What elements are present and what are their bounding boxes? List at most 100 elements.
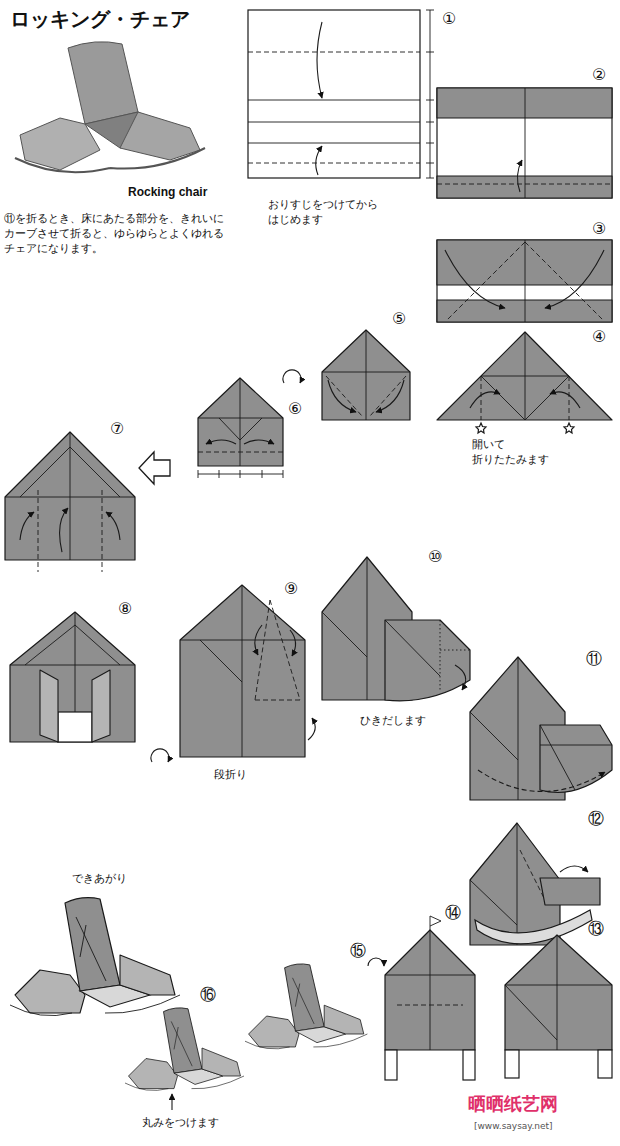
step-1-figure-part — [248, 52, 420, 53]
step-number: ⑩ — [428, 546, 442, 568]
step-4-figure-part — [564, 423, 574, 433]
step-13-figure-part — [505, 935, 612, 1050]
step-16-figure — [125, 1008, 244, 1110]
note-text: ⑪を折るとき、床にあたる部分を、きれいに カーブさせて折ると、ゆらゆらとよくゆれ… — [4, 212, 236, 257]
instruction-text: ひきだします — [360, 714, 426, 729]
step-13-figure-part — [598, 1050, 612, 1078]
step-11-figure-part — [540, 725, 612, 793]
step-7-figure — [5, 432, 170, 572]
step-8-figure-part — [10, 612, 135, 742]
step-15-figure-part — [245, 964, 367, 1049]
step-8-figure-part — [40, 670, 58, 742]
step-9-figure-part — [180, 585, 305, 757]
step-2-figure-part — [437, 88, 612, 198]
step-12-figure — [470, 823, 600, 945]
step-9-figure-part — [180, 585, 305, 757]
step-9-figure-part — [255, 600, 300, 700]
step-number: ⑧ — [118, 598, 132, 620]
watermark: 晒晒纸艺网 — [468, 1092, 558, 1116]
step-2-figure-part — [437, 88, 612, 118]
step-11-figure — [470, 657, 612, 800]
chair-photo-part — [68, 42, 138, 124]
step-3-figure-part — [447, 242, 603, 320]
step-13-figure-part — [505, 1050, 519, 1078]
instruction-text: 開いて 折りたたみます — [472, 438, 556, 468]
step-number: ⑪ — [586, 648, 602, 670]
step-8-figure-part — [92, 670, 110, 742]
step-number: ① — [442, 8, 456, 30]
step-10-figure-part — [455, 665, 466, 690]
step-7-figure-part — [139, 452, 170, 484]
step-12-figure-part — [540, 878, 600, 905]
step-5-figure-part — [328, 380, 356, 412]
step-1-figure-part — [248, 10, 420, 178]
step-12-figure-part — [520, 850, 545, 900]
step-3-figure-part — [445, 250, 505, 308]
step-12-figure-part — [560, 866, 588, 872]
step-8-figure-part — [10, 612, 135, 742]
step-5-figure-part — [322, 330, 410, 420]
step-3-figure-part — [437, 240, 612, 322]
step-number: ⑮ — [350, 940, 366, 962]
step-5-figure-part — [376, 380, 404, 412]
step-6-figure-part — [198, 470, 283, 478]
step-6-figure-part — [198, 378, 283, 466]
step-number: ⑯ — [200, 984, 216, 1006]
step-1-figure-part — [317, 22, 322, 98]
step-number: ③ — [592, 218, 606, 240]
step-9-figure-part — [308, 718, 315, 740]
step-9-figure — [180, 585, 315, 757]
step-4-figure-part — [550, 392, 580, 408]
step-12-figure-part — [475, 910, 592, 944]
finished-chair-part — [10, 898, 180, 1016]
step-number: ⑫ — [588, 808, 604, 830]
instruction-text: 段折り — [214, 768, 247, 783]
step-4-figure-part — [470, 392, 500, 408]
step-9-figure-part — [255, 625, 262, 655]
step-number: ⑨ — [284, 578, 298, 600]
step-3-figure-part — [545, 250, 604, 308]
step-1-figure — [248, 10, 434, 178]
step-2-figure-part — [525, 88, 526, 198]
step-3-figure-part — [525, 240, 526, 322]
step-10-figure-part — [385, 620, 470, 701]
step-7-figure-part — [5, 432, 135, 560]
step-4-figure-part — [476, 423, 486, 433]
step-11-figure-part — [470, 657, 518, 800]
step-13-figure — [505, 935, 612, 1078]
step-8-figure-part — [58, 712, 92, 742]
instruction-text: 丸みをつけます — [142, 1116, 219, 1131]
step-6-figure-part — [206, 440, 236, 444]
step-7-figure-part — [20, 512, 34, 540]
step-11-figure-part — [540, 725, 612, 790]
step-8-figure — [10, 612, 135, 742]
step-11-figure-part — [478, 770, 605, 792]
step-4-figure — [437, 332, 612, 433]
step-14-figure-part — [385, 1050, 397, 1080]
step-1-figure-part — [248, 143, 420, 144]
step-2-figure-part — [437, 176, 612, 198]
step-10-figure-part — [322, 557, 367, 700]
step-14-figure-part — [385, 930, 475, 1050]
step-1-figure-part — [426, 10, 434, 178]
step-7-figure-part — [38, 490, 102, 572]
step-10-figure — [322, 557, 470, 701]
chair-photo — [15, 42, 205, 172]
step-3-figure-part — [437, 240, 612, 285]
step-5-figure-part — [322, 330, 410, 420]
diagram-title: ロッキング・チェア — [10, 6, 190, 33]
step-15-figure — [245, 964, 367, 1049]
step-14-figure-part — [385, 930, 475, 1050]
step-6-figure-part — [244, 440, 274, 444]
rotate-symbol-part — [368, 958, 384, 966]
step-number: ④ — [592, 326, 606, 348]
rotate-symbol — [151, 749, 169, 762]
step-10-figure-part — [385, 620, 440, 676]
step-3-figure — [437, 240, 612, 322]
step-6-figure-part — [198, 452, 283, 453]
step-16-figure-part — [171, 1094, 172, 1110]
instruction-text: おりすじをつけてから はじめます — [268, 198, 388, 228]
step-1-figure-part — [248, 122, 420, 123]
